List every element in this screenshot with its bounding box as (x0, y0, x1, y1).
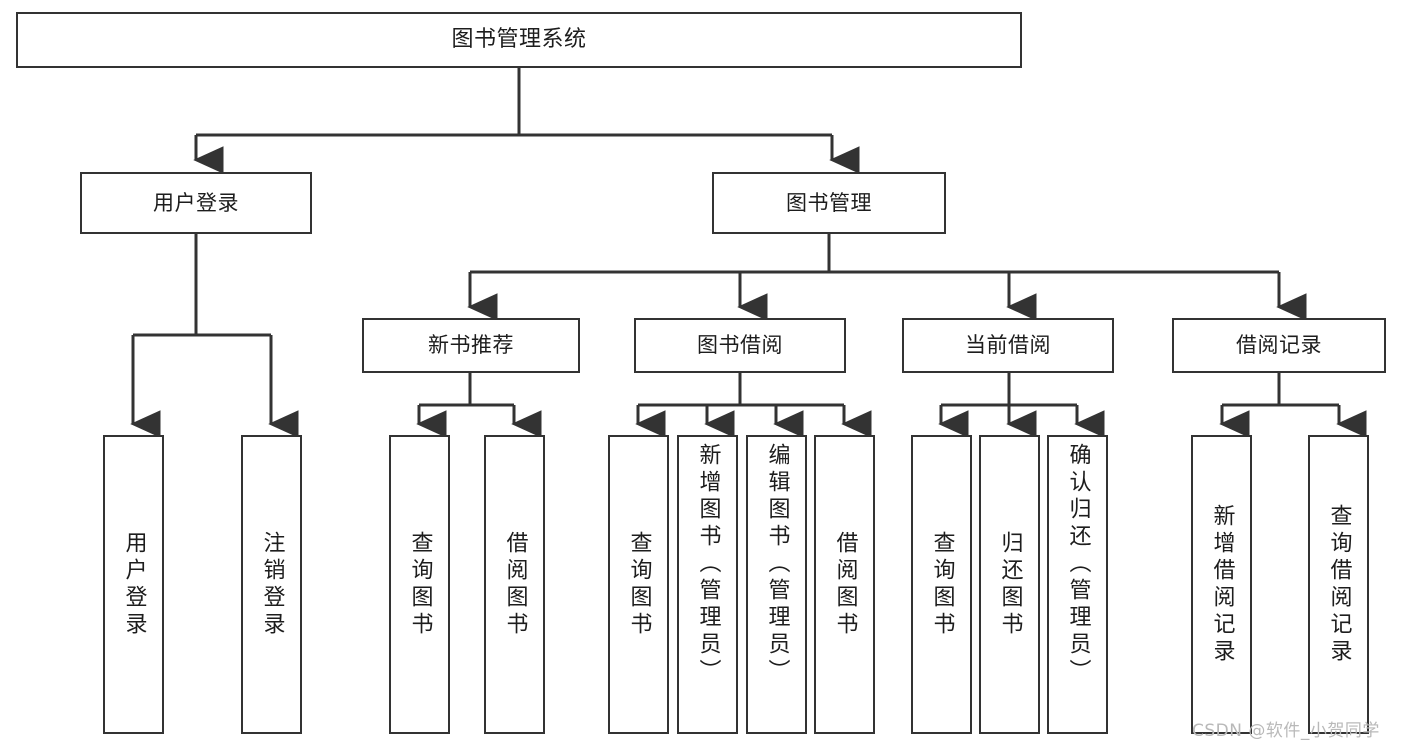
node-label: 新增图书（管理员） (695, 443, 721, 686)
node-root-system[interactable]: 图书管理系统 (16, 12, 1022, 68)
node-book-management[interactable]: 图书管理 (712, 172, 946, 234)
node-leaf-add-book-admin[interactable]: 新增图书（管理员） (677, 435, 738, 734)
node-current-borrow[interactable]: 当前借阅 (902, 318, 1114, 373)
node-leaf-borrow-book-new[interactable]: 借阅图书 (484, 435, 545, 734)
node-leaf-query-book[interactable]: 查询图书 (608, 435, 669, 734)
node-user-login[interactable]: 用户登录 (80, 172, 312, 234)
node-label: 借阅图书 (502, 530, 528, 639)
node-label: 借阅图书 (832, 530, 858, 639)
node-label: 借阅记录 (1236, 333, 1322, 358)
node-new-book-recommend[interactable]: 新书推荐 (362, 318, 580, 373)
node-leaf-query-book-current[interactable]: 查询图书 (911, 435, 972, 734)
node-leaf-query-borrow-record[interactable]: 查询借阅记录 (1308, 435, 1369, 734)
node-leaf-edit-book-admin[interactable]: 编辑图书（管理员） (746, 435, 807, 734)
node-label: 图书管理系统 (451, 27, 587, 53)
node-borrow-record[interactable]: 借阅记录 (1172, 318, 1386, 373)
node-label: 用户登录 (121, 530, 147, 639)
node-label: 新书推荐 (428, 333, 514, 358)
node-leaf-logout[interactable]: 注销登录 (241, 435, 302, 734)
node-label: 注销登录 (259, 530, 285, 639)
node-label: 查询图书 (407, 530, 433, 639)
node-leaf-return-book[interactable]: 归还图书 (979, 435, 1040, 734)
node-label: 图书管理 (786, 190, 872, 215)
node-label: 确认归还（管理员） (1065, 443, 1091, 686)
node-leaf-confirm-return-admin[interactable]: 确认归还（管理员） (1047, 435, 1108, 734)
node-leaf-add-borrow-record[interactable]: 新增借阅记录 (1191, 435, 1252, 734)
node-leaf-query-book-new[interactable]: 查询图书 (389, 435, 450, 734)
node-label: 当前借阅 (965, 333, 1051, 358)
node-label: 查询图书 (626, 530, 652, 639)
node-label: 图书借阅 (697, 333, 783, 358)
node-label: 查询图书 (929, 530, 955, 639)
node-leaf-borrow-book[interactable]: 借阅图书 (814, 435, 875, 734)
node-label: 编辑图书（管理员） (764, 443, 790, 686)
node-label: 新增借阅记录 (1209, 503, 1235, 666)
node-label: 查询借阅记录 (1326, 503, 1352, 666)
node-label: 用户登录 (153, 190, 239, 215)
node-book-borrow[interactable]: 图书借阅 (634, 318, 846, 373)
node-label: 归还图书 (997, 530, 1023, 639)
node-leaf-user-login[interactable]: 用户登录 (103, 435, 164, 734)
